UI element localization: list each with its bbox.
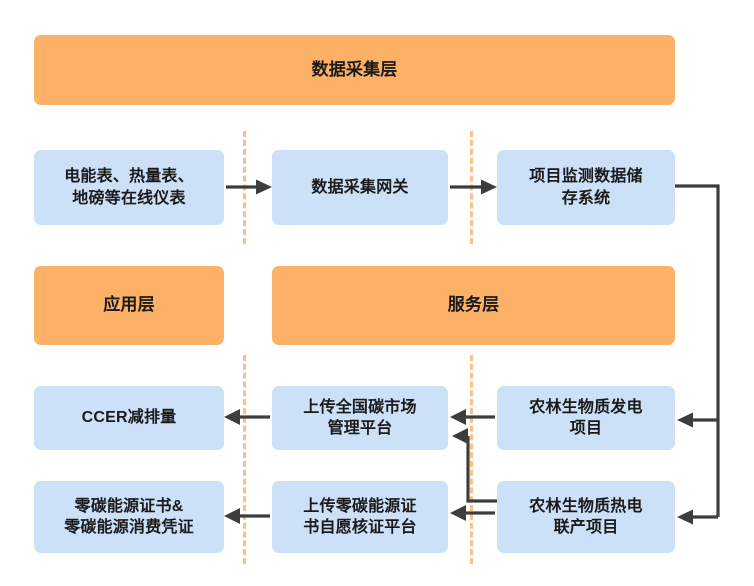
- divider-left-lower: [243, 355, 246, 564]
- node-storage[interactable]: 项目监测数据储 存系统: [497, 150, 675, 225]
- edge-upload-zero-carbon-to-certificate: [224, 508, 270, 524]
- edge-biomass-chp-to-upload-zero-carbon: [450, 505, 495, 521]
- node-biomass-chp[interactable]: 农林生物质热电 联产项目: [497, 481, 675, 553]
- edge-storage-to-biomass-projects: [675, 184, 720, 525]
- edge-meters-to-gateway: [226, 179, 272, 195]
- node-gateway[interactable]: 数据采集网关: [272, 150, 448, 225]
- divider-left-upper: [243, 131, 246, 244]
- edge-biomass-power-to-upload-national: [450, 409, 495, 425]
- edge-upload-national-to-ccer: [224, 409, 270, 425]
- edge-gateway-to-storage: [450, 179, 497, 195]
- layer-box-service: 服务层: [272, 266, 675, 345]
- divider-right-upper: [470, 131, 473, 244]
- node-upload-zero-carbon-platform[interactable]: 上传零碳能源证 书自愿核证平台: [272, 481, 448, 553]
- divider-right-lower: [470, 355, 473, 564]
- node-meters[interactable]: 电能表、热量表、 地磅等在线仪表: [34, 150, 224, 225]
- node-biomass-power[interactable]: 农林生物质发电 项目: [497, 386, 675, 450]
- edge-biomass-chp-to-upload-national: [452, 428, 497, 503]
- layer-box-application: 应用层: [34, 266, 224, 345]
- node-ccer[interactable]: CCER减排量: [34, 386, 224, 450]
- node-upload-national-carbon-market[interactable]: 上传全国碳市场 管理平台: [272, 386, 448, 450]
- node-zero-carbon-certificate[interactable]: 零碳能源证书& 零碳能源消费凭证: [34, 481, 224, 553]
- layer-box-data-collection: 数据采集层: [34, 35, 675, 105]
